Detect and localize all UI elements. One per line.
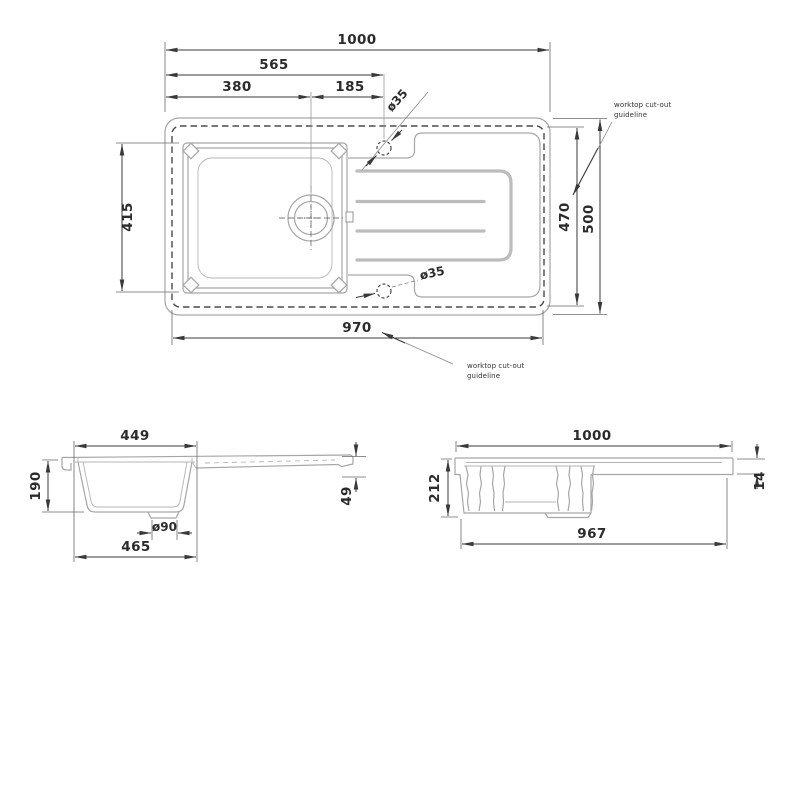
dim-total-depth: 212 <box>427 473 443 502</box>
dim-bowl-depth: 190 <box>28 471 44 500</box>
bowl-corner-detail <box>182 142 200 160</box>
dim-bowl-top-width: 449 <box>120 428 149 444</box>
dim-tap-from-left: 565 <box>259 57 288 73</box>
front-section-view: 1000 212 14 967 <box>427 428 768 549</box>
tap-holes <box>310 74 429 299</box>
note-cutout-top-line2: guideline <box>614 111 647 119</box>
plan-dimensions: 1000 565 380 185 ø35 ø35 415 470 500 970 <box>116 32 607 345</box>
plan-view: 1000 565 380 185 ø35 ø35 415 470 500 970 <box>116 32 671 380</box>
bowl <box>182 142 354 294</box>
dim-rim-thickness: 14 <box>752 471 768 491</box>
front-section-dimensions: 1000 212 14 967 <box>427 428 768 549</box>
overflow-tab <box>345 211 354 223</box>
dim-cutout-depth: 470 <box>557 202 573 231</box>
plan-annotations: worktop cut-out guideline worktop cut-ou… <box>381 101 671 380</box>
waste-boss <box>147 511 180 519</box>
drainer <box>348 132 541 298</box>
side-section-dimensions: 449 190 ø90 465 49 <box>28 428 366 562</box>
dim-bowl-base-width: 465 <box>121 539 150 555</box>
front-body-outline <box>454 458 734 514</box>
dim-base-length: 967 <box>577 526 606 542</box>
tap-hole-top <box>376 140 392 156</box>
front-section-profile <box>454 457 734 519</box>
drainer-groove-outer <box>355 169 513 262</box>
drain-centerlines <box>279 186 343 250</box>
dim-tap-hole-bottom: ø35 <box>419 264 446 283</box>
side-section-view: 449 190 ø90 465 49 <box>28 428 366 562</box>
note-cutout-bottom-line2: guideline <box>467 372 500 380</box>
front-rib-legs <box>465 465 595 512</box>
dim-front-overall-length: 1000 <box>572 428 611 444</box>
sink-outline <box>164 117 551 316</box>
dim-overall-length: 1000 <box>337 32 376 48</box>
dim-drainer-thickness: 49 <box>339 486 355 506</box>
bowl-outer-wall <box>77 461 193 513</box>
side-left-lip <box>61 457 72 471</box>
drainer-deck-underside <box>195 463 339 469</box>
bowl-corner-detail <box>330 142 348 160</box>
bowl-corner-detail <box>330 276 348 294</box>
worktop-cutout-guideline-dashed <box>171 125 545 308</box>
side-section-profile <box>61 454 354 519</box>
dim-drain-from-left: 380 <box>222 79 251 95</box>
note-cutout-top-line1: worktop cut-out <box>614 101 671 109</box>
bowl-inner-wall <box>82 461 188 508</box>
note-cutout-bottom-line1: worktop cut-out <box>467 362 524 370</box>
dim-bowl-width: 415 <box>120 202 136 231</box>
tap-hole-bottom <box>376 283 392 299</box>
side-top-surface <box>61 454 352 459</box>
dim-tap-hole-top: ø35 <box>383 86 410 114</box>
front-waste-boss <box>544 512 592 519</box>
dim-waste-hole: ø90 <box>152 520 177 534</box>
dim-overall-depth: 500 <box>581 204 597 233</box>
bowl-corner-detail <box>182 276 200 294</box>
drainer-outline <box>348 132 541 298</box>
dim-cutout-length: 970 <box>342 320 371 336</box>
dim-drain-to-tap: 185 <box>335 79 364 95</box>
drain-waste <box>279 186 343 250</box>
